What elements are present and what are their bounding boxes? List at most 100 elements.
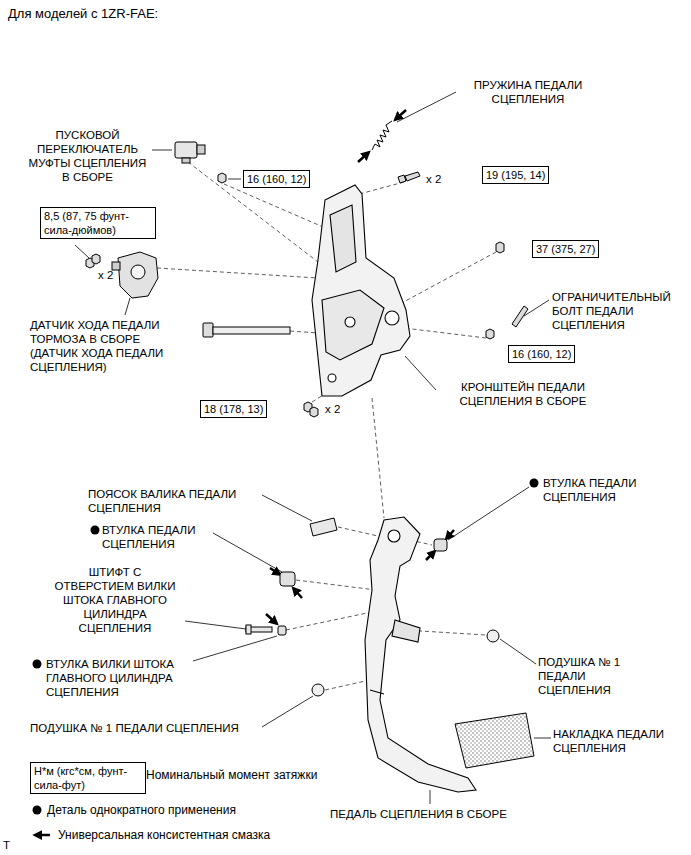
leader-line (262, 495, 312, 521)
legend-grease-arrow (36, 834, 50, 837)
legend-text: Универсальная консистентная смазка (58, 828, 270, 842)
fastener (218, 173, 226, 183)
legend-torque-box: Н*м (кгс*см, фунт-сила-фут) (30, 762, 146, 794)
fork-pin (246, 625, 251, 634)
part-name: ПОДУШКА № 1 ПЕДАЛИ СЦЕПЛЕНИЯ (30, 721, 239, 735)
assembly-line (338, 527, 378, 536)
clutch-start-switch (182, 158, 190, 163)
grease-arrow (270, 568, 279, 574)
clutch-pedal-spring (372, 121, 392, 150)
pedal-shaft-collar (310, 518, 337, 536)
pedal-bushing (434, 539, 447, 551)
leader-line (534, 738, 551, 739)
part-name: КРОНШТЕЙН ПЕДАЛИ СЦЕПЛЕНИЯ В СБОРЕ (438, 380, 608, 408)
clutch-pedal-bracket (312, 185, 410, 396)
clutch-pedal (370, 690, 384, 694)
clutch-pedal (365, 517, 476, 792)
leader-line (185, 621, 246, 629)
leader-line (75, 245, 89, 258)
torque-value: 16 (160, 12) (247, 173, 306, 185)
single-use-mark (33, 806, 42, 815)
leader-line (193, 636, 277, 661)
single-use-mark (91, 526, 100, 535)
torque-box: 37 (375, 27) (532, 240, 599, 258)
leader-line (405, 356, 436, 390)
leader-line (213, 533, 282, 572)
assembly-line (188, 162, 318, 262)
leader-line (125, 298, 130, 315)
pedal-cushion (312, 684, 324, 696)
part-name: ВТУЛКА ПЕДАЛИ СЦЕПЛЕНИЯ (543, 476, 673, 504)
pedal-bushing (278, 539, 447, 635)
clutch-start-switch (175, 142, 197, 158)
diagram-title: Для моделей с 1ZR-FAE: (8, 6, 158, 22)
leader-line (262, 696, 313, 727)
pedal-bushing (280, 572, 295, 586)
part-name: ВТУЛКА ВИЛКИ ШТОКА ГЛАВНОГО ЦИЛИНДРА СЦЕ… (46, 657, 216, 699)
assembly-line (286, 612, 372, 630)
fastener (203, 323, 213, 337)
quantity: x 2 (325, 402, 340, 416)
single-use-mark (530, 479, 539, 488)
pedal-shaft-collar (310, 518, 337, 536)
leader-line (430, 790, 431, 804)
pedal-stroke-sensor (112, 262, 120, 270)
clutch-pedal-bracket (385, 311, 399, 325)
assembly-line (404, 328, 486, 338)
leader-line (228, 179, 241, 180)
part-name: ПОЯСОК ВАЛИКА ПЕДАЛИ СЦЕПЛЕНИЯ (88, 487, 273, 515)
fastener (496, 242, 504, 253)
fastener (92, 254, 100, 264)
fastener (486, 329, 494, 339)
pedal-cushion (312, 630, 499, 696)
pedal-stroke-sensor (131, 265, 145, 279)
part-name: ВТУЛКА ПЕДАЛИ СЦЕПЛЕНИЯ (102, 523, 227, 551)
part-name: НАКЛАДКА ПЕДАЛИ СЦЕПЛЕНИЯ (553, 727, 665, 755)
grease-arrow (266, 614, 276, 623)
assembly-line (157, 162, 496, 690)
assembly-line (296, 580, 376, 590)
fastener (213, 327, 290, 334)
part-name: ПЕДАЛЬ СЦЕПЛЕНИЯ В СБОРЕ (330, 807, 507, 821)
leader-line (448, 487, 529, 540)
assembly-line (398, 252, 496, 305)
fastener (405, 172, 420, 181)
torque-value: 16 (160, 12) (512, 348, 571, 360)
part-name: ПОДУШКА № 1 ПЕДАЛИ СЦЕПЛЕНИЯ (538, 655, 650, 697)
part-name: ПУСКОВОЙ ПЕРЕКЛЮЧАТЕЛЬ МУФТЫ СЦЕПЛЕНИЯ В… (25, 128, 150, 184)
assembly-line (224, 184, 330, 230)
pedal-pad (455, 713, 534, 768)
torque-box: 8,5 (87, 75 фунт-сила-дюймов) (40, 207, 156, 239)
torque-value: 37 (375, 27) (536, 243, 595, 255)
clutch-pedal (392, 620, 420, 642)
pedal-pad (455, 713, 534, 768)
part-name: ШТИФТ С ОТВЕРСТИЕМ ВИЛКИ ШТОКА ГЛАВНОГО … (50, 565, 180, 635)
grease-arrow (294, 589, 302, 598)
pedal-bushing (278, 626, 286, 635)
assembly-line (372, 398, 384, 518)
part-name: ДАТЧИК ХОДА ПЕДАЛИ ТОРМОЗА В СБОРЕ (ДАТЧ… (30, 318, 190, 374)
clutch-pedal (388, 530, 400, 542)
figure-mark: T (3, 838, 10, 852)
quantity: x 2 (426, 172, 441, 186)
torque-value: 8,5 (87, 75 фунт-сила-дюймов) (44, 210, 129, 236)
clutch-start-switch (197, 145, 205, 154)
clutch-pedal (365, 517, 476, 792)
clutch-pedal-bracket (345, 317, 355, 327)
torque-box: 16 (160, 12) (508, 345, 575, 363)
pedal-cushion (487, 630, 499, 642)
single-use-mark (33, 660, 42, 669)
leader-line (524, 300, 549, 316)
pedal-stroke-sensor (118, 252, 158, 298)
assembly-line (157, 268, 318, 278)
pedal-stroke-sensor (112, 252, 158, 298)
assembly-line (325, 680, 370, 690)
clutch-pedal-bracket (328, 374, 336, 382)
grease-arrow (358, 153, 368, 162)
leader-line (397, 92, 456, 122)
clutch-pedal-spring (372, 121, 392, 150)
legend-text: Номинальный момент затяжки (146, 768, 317, 782)
leader-line (75, 92, 551, 804)
fastener (310, 407, 318, 417)
